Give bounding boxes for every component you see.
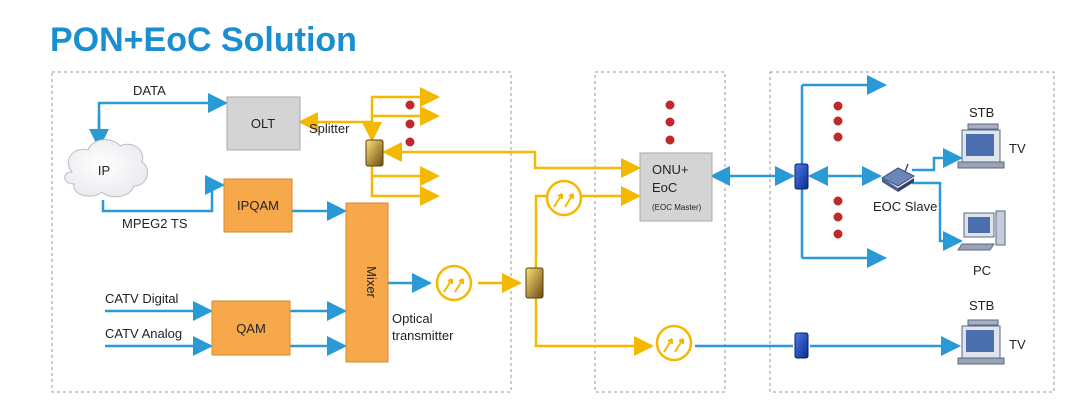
eocslave-stb-link bbox=[912, 148, 963, 172]
ipqam-box: IPQAM bbox=[223, 178, 293, 233]
catv-analog-label: CATV Analog bbox=[105, 326, 182, 341]
data-link bbox=[97, 93, 228, 147]
subscriber-links bbox=[695, 75, 963, 356]
fiber-links bbox=[382, 142, 654, 356]
onu-label-line1: ONU+ bbox=[652, 162, 688, 177]
headend-panel bbox=[51, 71, 512, 393]
onu-label-line2: EoC bbox=[652, 180, 677, 195]
fiber-up-link bbox=[534, 194, 547, 268]
data-label: DATA bbox=[133, 83, 166, 98]
ip-label: IP bbox=[98, 163, 110, 178]
olt-box: OLT bbox=[226, 96, 301, 151]
eocslave-pc-link bbox=[912, 181, 963, 251]
onu-label-line3: (EOC Master) bbox=[652, 203, 702, 212]
optical-splitter-bottom bbox=[525, 267, 544, 299]
fiber-down-link bbox=[534, 298, 654, 356]
coax-tap-bottom bbox=[794, 332, 809, 359]
stb-top-label: STB bbox=[969, 105, 994, 120]
mixer-box: Mixer bbox=[345, 202, 389, 363]
subscriber-panel bbox=[769, 71, 1055, 393]
olt-label: OLT bbox=[251, 116, 275, 131]
optical-label-line2: transmitter bbox=[392, 328, 454, 343]
splitter-label: Splitter bbox=[309, 121, 350, 136]
tv-top-label: TV bbox=[1009, 141, 1026, 156]
more-branches-dots bbox=[405, 100, 843, 239]
page-title: PON+EoC Solution bbox=[50, 21, 357, 59]
optical-label-line1: Optical bbox=[392, 311, 433, 326]
splitter-onu-link bbox=[388, 150, 641, 178]
stb-tv-top-icon bbox=[957, 123, 1005, 169]
onu-panel bbox=[594, 71, 726, 393]
eoc-slave-label: EOC Slave bbox=[873, 199, 937, 214]
splitter-up-branch bbox=[370, 87, 440, 138]
qam-label: QAM bbox=[236, 321, 266, 336]
optical-splitter-top bbox=[365, 139, 384, 167]
splitter-down-branch bbox=[370, 166, 440, 206]
tv-bottom-label: TV bbox=[1009, 337, 1026, 352]
subscriber-amplifier-icon bbox=[655, 324, 693, 362]
ip-cloud: IP bbox=[64, 139, 149, 198]
onu-amplifier-icon bbox=[545, 179, 583, 217]
pc-icon bbox=[957, 210, 1006, 251]
coax-tap-top bbox=[794, 163, 809, 190]
onu-eoc-box: ONU+ EoC (EOC Master) bbox=[639, 152, 713, 222]
mpeg2ts-link bbox=[101, 175, 225, 213]
headend-links bbox=[89, 87, 440, 356]
pc-label: PC bbox=[973, 263, 991, 278]
stb-tv-bottom-icon bbox=[957, 319, 1005, 365]
eoc-slave-icon bbox=[880, 163, 916, 192]
catv-digital-label: CATV Digital bbox=[105, 291, 179, 306]
mixer-label: Mixer bbox=[364, 266, 379, 298]
qam-box: QAM bbox=[211, 300, 291, 356]
mpeg2ts-label: MPEG2 TS bbox=[122, 216, 188, 231]
ipqam-label: IPQAM bbox=[237, 198, 279, 213]
optical-transmitter-icon bbox=[435, 264, 473, 302]
stb-bottom-label: STB bbox=[969, 298, 994, 313]
